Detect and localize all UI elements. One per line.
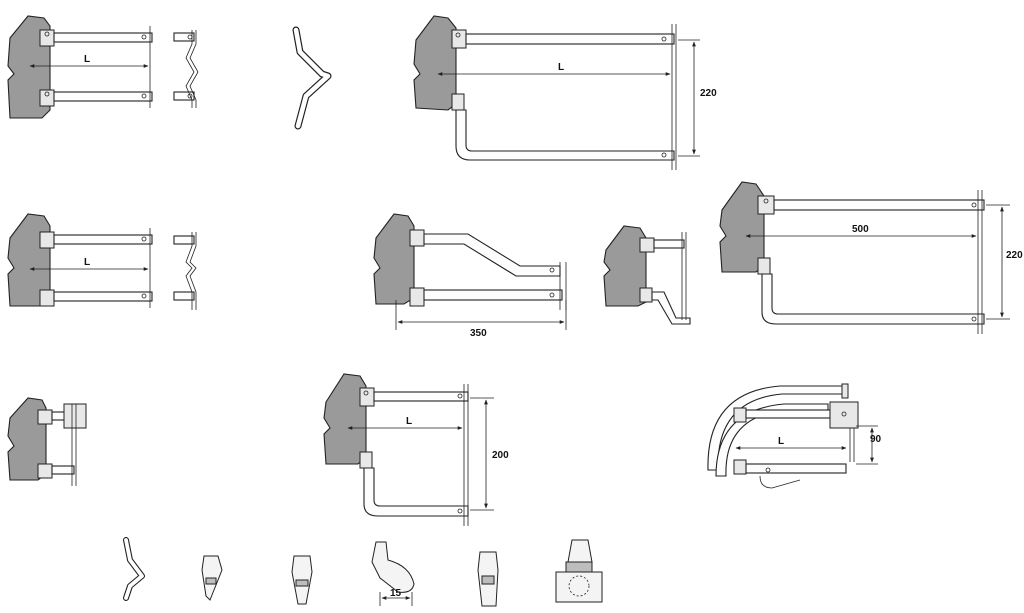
dimension-label-l: L (84, 257, 90, 268)
dimension-label-200: 200 (492, 450, 509, 461)
dimension-label-500: 500 (852, 224, 869, 235)
figure-arm-assembly-500: 500 220 (719, 181, 1023, 334)
dimension-label-220: 220 (1006, 250, 1023, 261)
dimension-label-l: L (778, 436, 784, 447)
figure-bent-arm (292, 26, 332, 130)
figure-short-offset-arm (603, 225, 691, 325)
figure-arm-assembly-220: L 220 (413, 15, 717, 170)
figure-tip-detail-small-2 (173, 232, 197, 310)
figure-short-clamp-arms (7, 397, 87, 486)
figure-arm-assembly-200: L 200 (323, 373, 509, 526)
figure-tip-detail-small (173, 30, 199, 108)
dimension-label-l: L (84, 54, 90, 65)
figure-straight-arms-top: L (7, 15, 153, 119)
dimension-label-220: 220 (700, 88, 717, 99)
dimension-label-350: 350 (470, 328, 487, 339)
dimension-label-15: 15 (390, 588, 402, 599)
figure-straight-arms-middle: L (7, 213, 153, 308)
figure-offset-arm-350: 350 (373, 213, 567, 339)
dimension-label-l: L (558, 62, 564, 73)
figure-curved-frame-arm: L 90 (707, 383, 882, 489)
dimension-label-90: 90 (870, 434, 882, 445)
dimension-label-l: L (406, 416, 412, 427)
figure-electrode-tips: 15 (123, 537, 603, 607)
